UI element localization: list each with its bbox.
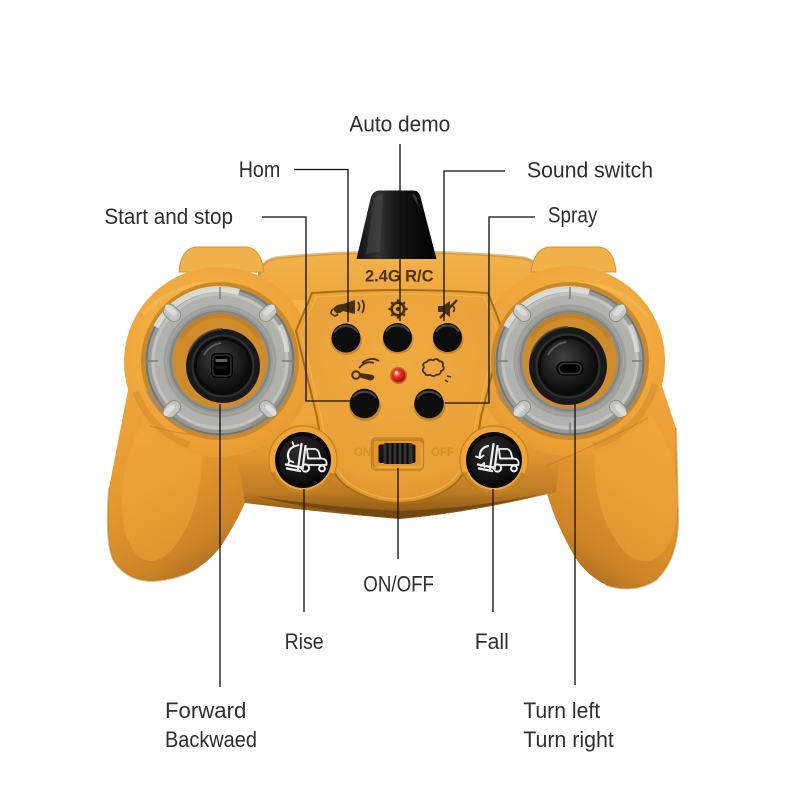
svg-text:Turn right: Turn right — [523, 727, 614, 752]
svg-text:Hom: Hom — [239, 157, 281, 182]
svg-text:ON: ON — [354, 447, 371, 459]
svg-text:Auto demo: Auto demo — [349, 111, 450, 136]
svg-text:Sound switch: Sound switch — [527, 158, 653, 183]
svg-text:Turn left: Turn left — [523, 698, 601, 723]
svg-text:Forward: Forward — [165, 698, 246, 723]
svg-text:Start and stop: Start and stop — [104, 204, 233, 229]
svg-text:OFF: OFF — [431, 447, 454, 459]
svg-text:2.4G R/C: 2.4G R/C — [365, 268, 435, 286]
svg-text:ON/OFF: ON/OFF — [363, 572, 434, 597]
svg-text:Backwaed: Backwaed — [165, 727, 257, 752]
svg-text:Fall: Fall — [475, 629, 509, 654]
svg-text:Spray: Spray — [548, 202, 598, 227]
svg-text:Rise: Rise — [285, 629, 324, 654]
